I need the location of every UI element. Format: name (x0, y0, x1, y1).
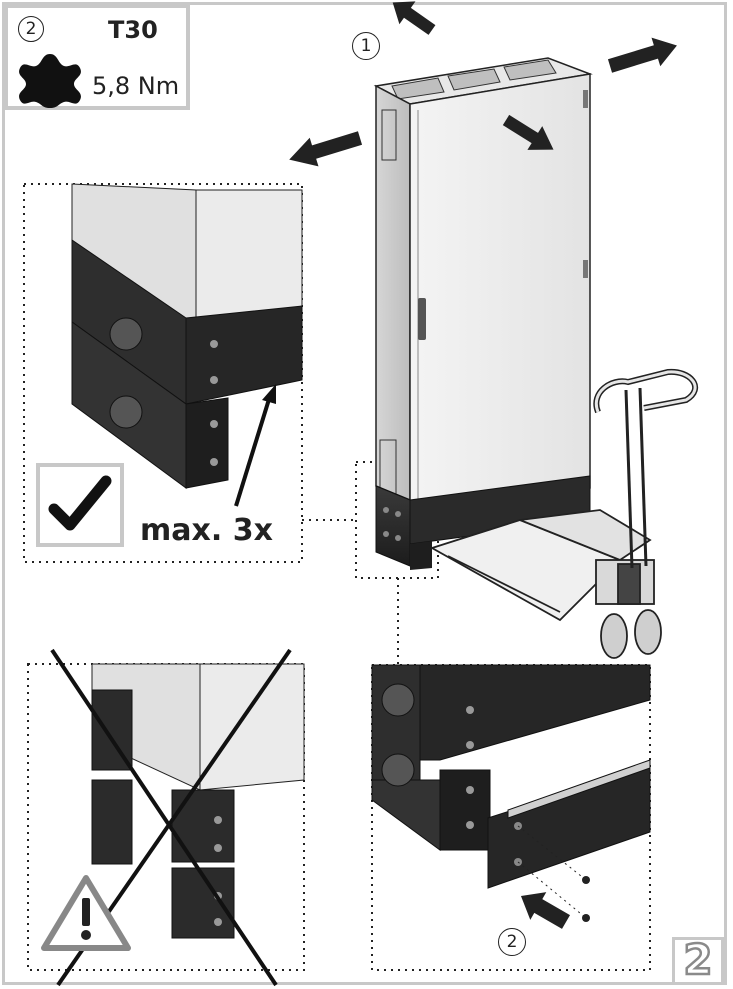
cabinet-illustration (373, 57, 593, 570)
warning-icon (41, 875, 131, 951)
tool-step-number: 2 (18, 16, 44, 42)
detail-wrong-illustration (50, 648, 305, 987)
arrow-insert (520, 892, 570, 929)
detail-frame-mount (371, 664, 651, 971)
detail-ok-illustration (71, 183, 303, 507)
torx-icon (19, 54, 81, 108)
arrow-left (289, 131, 363, 167)
checkmark-icon (48, 475, 112, 531)
torque-value: 5,8 Nm (92, 72, 180, 100)
detail-mount-illustration (371, 664, 651, 929)
ok-check-box (36, 463, 124, 547)
tool-spec-box: 2 T30 5,8 Nm (4, 4, 190, 110)
arrow-right (607, 37, 677, 73)
tool-name: T30 (108, 16, 158, 44)
mount-step-number: 2 (498, 928, 526, 956)
direction-arrows (289, 1, 677, 167)
cross-line-1 (50, 648, 278, 987)
page-step-badge: 2 (672, 937, 724, 985)
pallet-truck-illustration (429, 368, 699, 659)
arrow-down-right (502, 114, 554, 150)
main-step-number: 1 (352, 32, 380, 60)
arrow-up-left (392, 1, 436, 35)
max-stack-label: max. 3x (136, 513, 277, 548)
detail-frame-wrong (27, 663, 305, 971)
